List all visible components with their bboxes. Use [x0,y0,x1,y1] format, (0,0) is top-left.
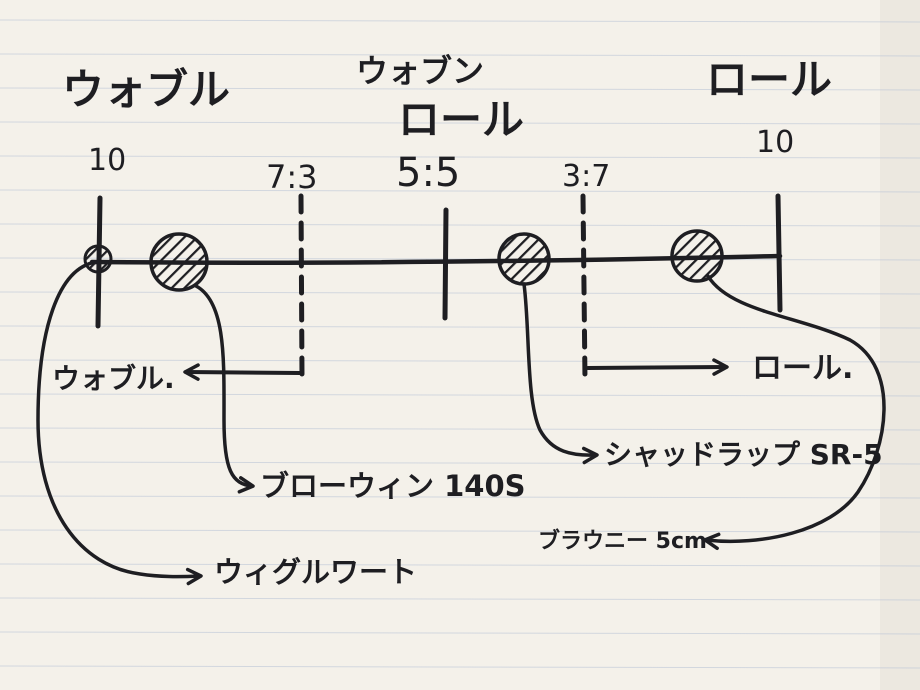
lure-marker-brownie [670,229,724,283]
callout-shad-rap [522,282,599,465]
scale-right-value: 10 [756,125,794,160]
scale-left-value: 10 [88,143,126,178]
left-title: ウォブル [62,65,230,114]
callout-brownie [703,274,886,551]
tick-7-3-dashed [298,193,305,381]
tick-center-5-5 [442,207,449,321]
center-title-bottom: ロール [398,95,524,144]
lure-marker-blooowin [149,232,209,292]
center-title-top: ウォブン [356,52,484,90]
lure-label-blooowin: ブローウィン 140S [260,469,526,503]
wobble-range-arrow [183,363,302,381]
right-title: ロール [706,55,832,104]
scale-ratio-7-3: 7:3 [266,158,318,196]
roll-range-label: ロール. [752,351,853,386]
tick-right-end [775,193,783,313]
lure-label-wiggle-wart: ウィグルワート [214,555,417,589]
lure-label-brownie: ブラウニー 5cm [538,528,707,554]
lure-marker-wiggle-wart [83,244,113,274]
paper-shadow-edge [880,0,920,690]
scale-ratio-5-5: 5:5 [396,150,460,196]
scale-ratio-3-7: 3:7 [562,159,610,194]
roll-range-arrow [586,358,729,376]
lure-label-shad-rap: シャッドラップ SR-5 [604,438,883,471]
lure-marker-shad-rap [497,232,551,286]
callout-blooowin [194,284,255,494]
callout-wiggle-wart [36,260,203,586]
wobble-range-label: ウォブル. [52,362,175,395]
tick-3-7-dashed [580,193,588,383]
